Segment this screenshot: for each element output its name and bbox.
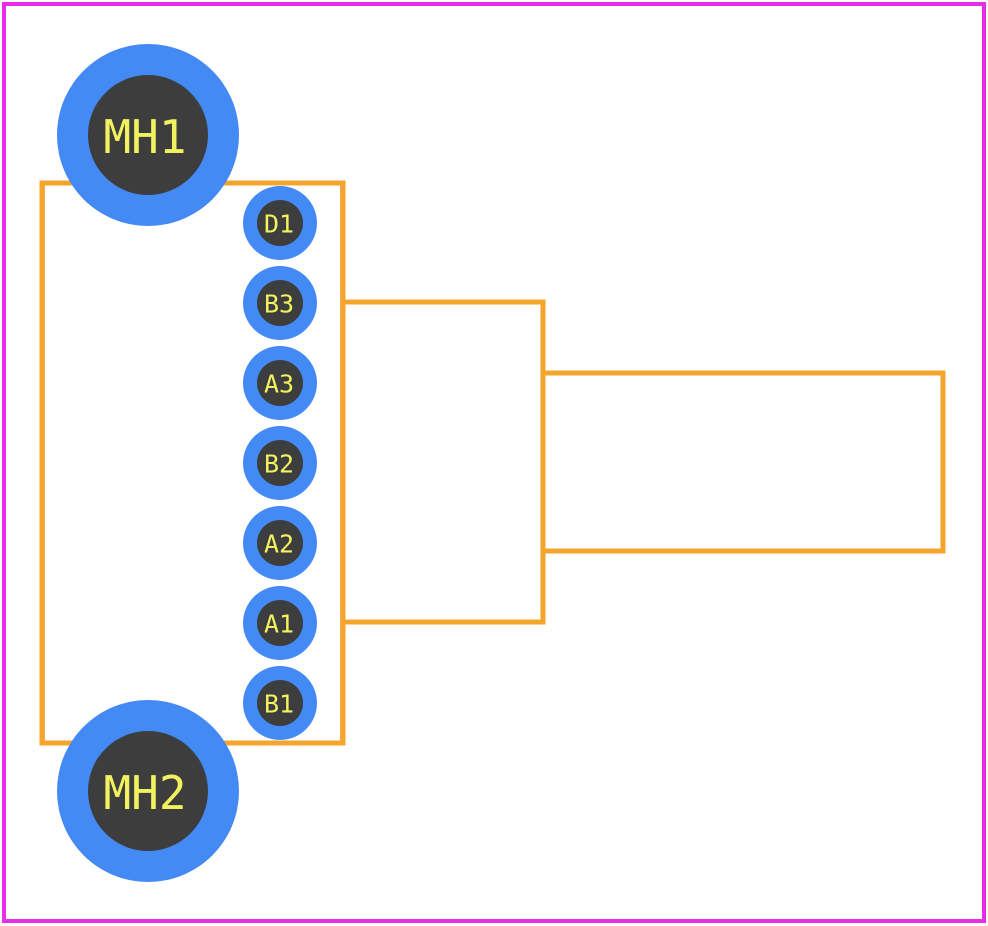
pin-b1[interactable]: B1 (243, 666, 317, 740)
pin-d1[interactable]: D1 (243, 186, 317, 260)
mounting-hole-mh2[interactable]: MH2 (57, 700, 239, 882)
pin-b3[interactable]: B3 (243, 266, 317, 340)
pin-drill (257, 360, 303, 406)
mounting-hole-label: MH1 (103, 110, 186, 164)
pin-drill (257, 200, 303, 246)
mounting-hole-drill (88, 731, 208, 851)
pin-label: D1 (264, 210, 294, 239)
pin-drill (257, 280, 303, 326)
pin-a3[interactable]: A3 (243, 346, 317, 420)
mounting-hole-label: MH2 (103, 766, 186, 820)
mounting-hole-drill (88, 75, 208, 195)
actuator-neck-outline (343, 299, 546, 625)
pin-label: A1 (264, 610, 294, 639)
pin-label: A3 (264, 370, 294, 399)
pin-b2[interactable]: B2 (243, 426, 317, 500)
pin-label: B1 (264, 690, 294, 719)
pin-a1[interactable]: A1 (243, 586, 317, 660)
mounting-hole-mh1[interactable]: MH1 (57, 44, 239, 226)
pin-drill (257, 600, 303, 646)
pin-label: A2 (264, 530, 294, 559)
pin-a2[interactable]: A2 (243, 506, 317, 580)
actuator-shaft-outline (543, 370, 946, 554)
pin-drill (257, 520, 303, 566)
pin-label: B2 (264, 450, 294, 479)
pin-label: B3 (264, 290, 294, 319)
pin-drill (257, 440, 303, 486)
pin-drill (257, 680, 303, 726)
